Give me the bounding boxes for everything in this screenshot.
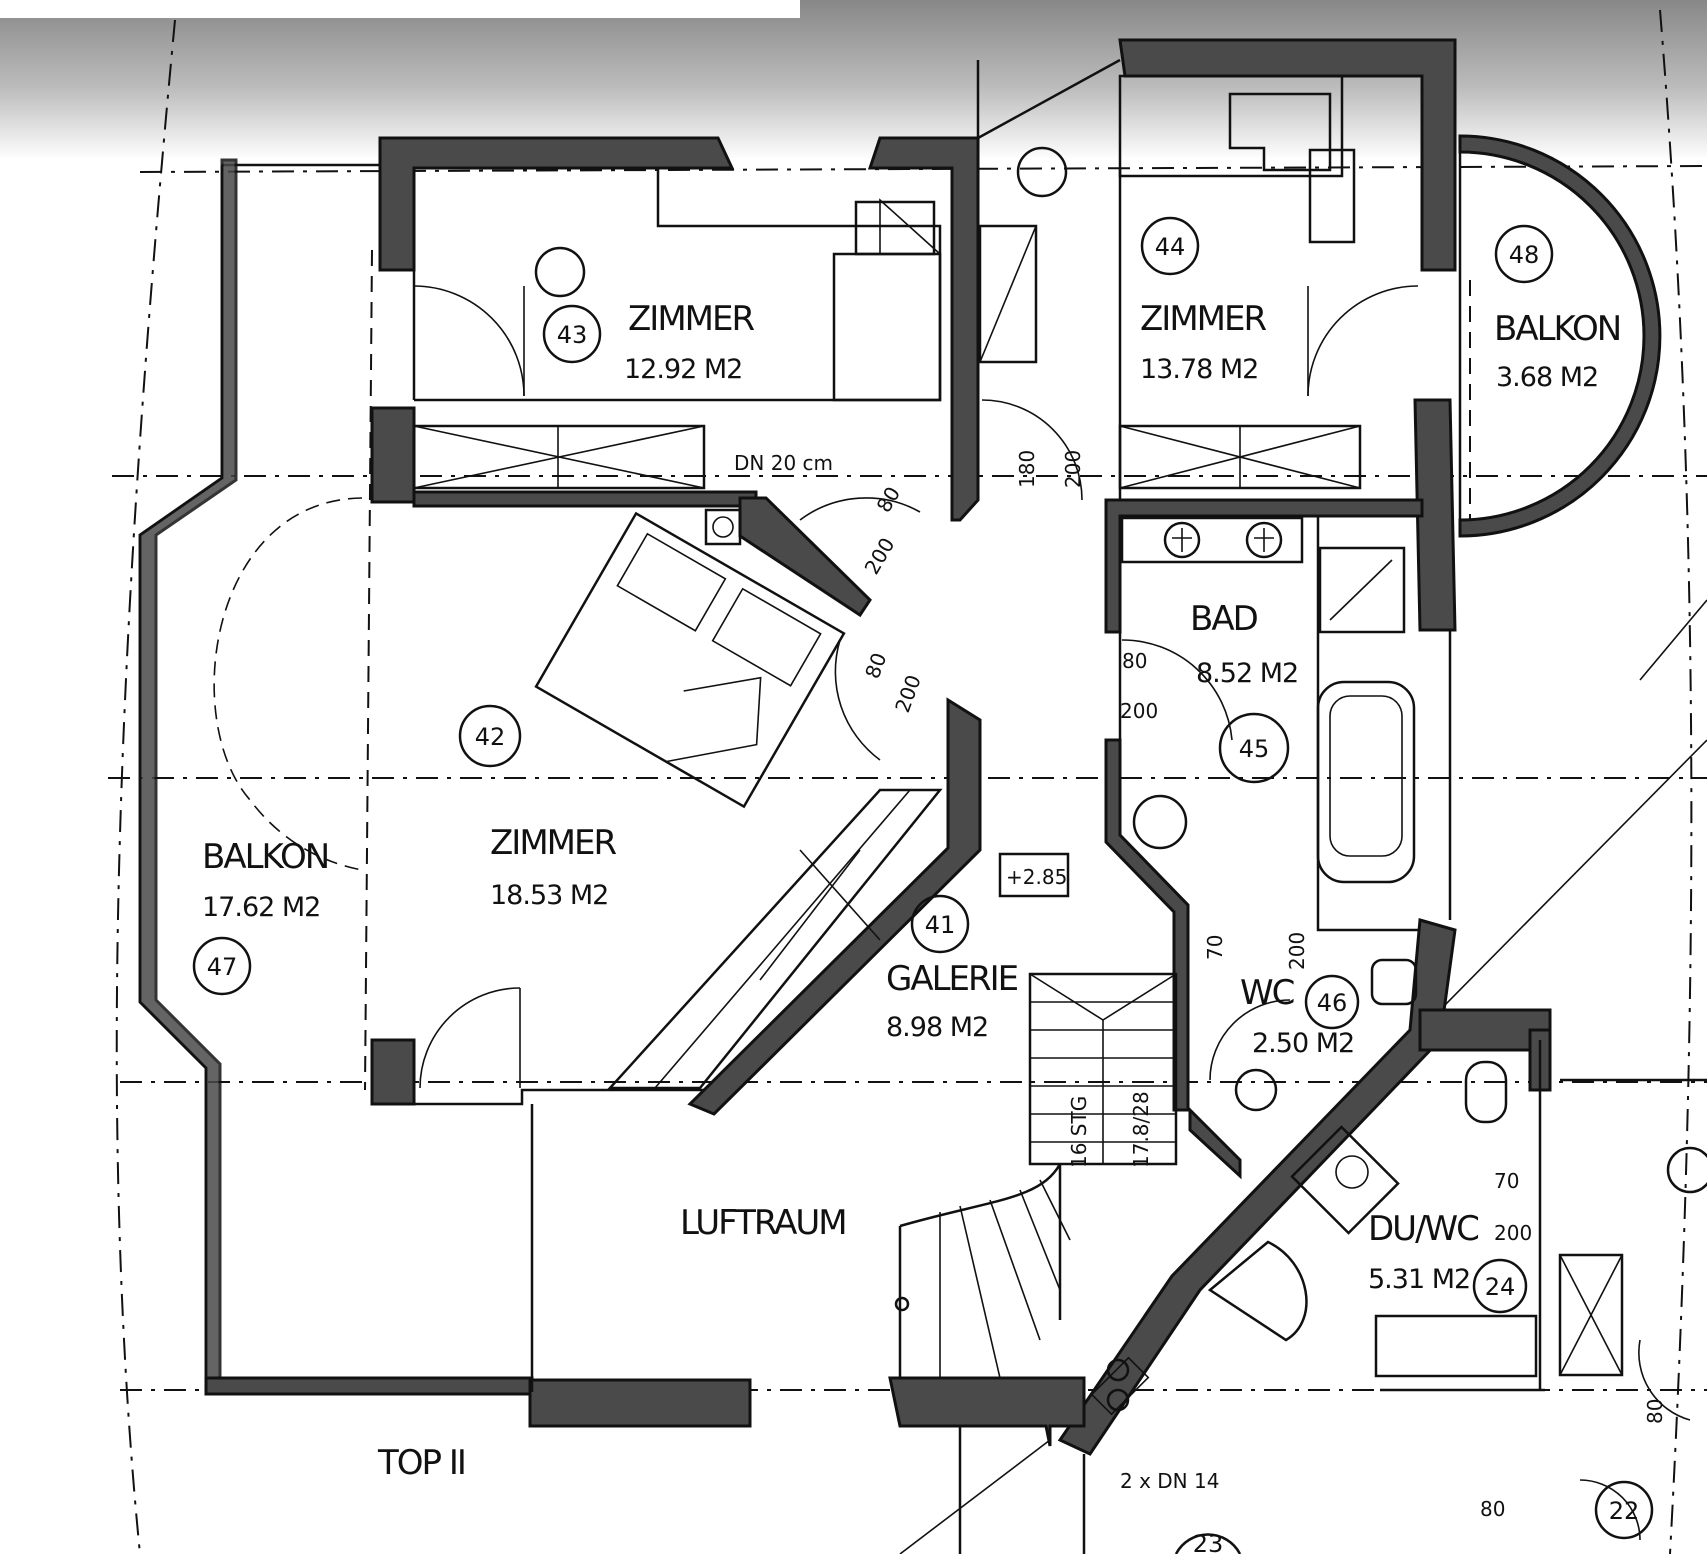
room-47-area: 17.62 M2 [202, 892, 320, 923]
axis-lines [108, 9, 1707, 1554]
room-24-number: 24 [1485, 1273, 1516, 1301]
dim-80-c: 80 [1122, 649, 1147, 673]
dim-200-f: 200 [1494, 1221, 1532, 1245]
room-23-number: 23 [1193, 1530, 1224, 1554]
dim-80-b: 80 [860, 650, 891, 682]
dim-200-e: 200 [1285, 932, 1309, 970]
room-45-name: BAD [1190, 599, 1258, 639]
room-41-number: 41 [925, 911, 956, 939]
dim-dn20: DN 20 cm [734, 451, 833, 475]
dim-200-c: 200 [1061, 450, 1085, 488]
room-46-area: 2.50 M2 [1252, 1028, 1354, 1059]
room-45-number: 45 [1239, 735, 1270, 763]
room-24-name: DU/WC [1368, 1209, 1478, 1249]
room-outlines [412, 58, 1707, 1554]
fixtures [534, 74, 1707, 1416]
room-42-number: 42 [475, 723, 506, 751]
wardrobes [412, 424, 1624, 1377]
walls [370, 38, 1552, 1456]
room-42-area: 18.53 M2 [490, 880, 608, 911]
room-47-name: BALKON [202, 837, 328, 877]
dim-80-e: 80 [1643, 1399, 1667, 1424]
labels: ZIMMER 12.92 M2 ZIMMER 13.78 M2 BALKON 3… [202, 299, 1622, 1483]
room-44-number: 44 [1155, 233, 1186, 261]
room-41-area: 8.98 M2 [886, 1012, 988, 1043]
stair-rise: 17.8/28 [1129, 1091, 1153, 1168]
room-46-name: WC [1240, 973, 1294, 1013]
dim-80-a: 80 [872, 482, 906, 516]
room-24-area: 5.31 M2 [1368, 1264, 1470, 1295]
room-44-area: 13.78 M2 [1140, 354, 1258, 385]
dim-180: 180 [1015, 450, 1039, 488]
balcony-round [1458, 134, 1662, 538]
room-45-area: 8.52 M2 [1196, 658, 1298, 689]
room-44-name: ZIMMER [1140, 299, 1266, 339]
room-46-number: 46 [1317, 989, 1348, 1017]
doors [413, 285, 1691, 1541]
room-42-name: ZIMMER [490, 823, 616, 863]
roof-lines [899, 599, 1707, 1554]
dim-70-a: 70 [1203, 935, 1227, 960]
dim-70-b: 70 [1494, 1169, 1519, 1193]
luftraum-label: LUFTRAUM [680, 1203, 846, 1243]
room-48-number: 48 [1509, 241, 1540, 269]
room-numbers: 43 44 48 42 47 45 41 46 24 22 23 [192, 216, 1654, 1554]
staircase [894, 972, 1178, 1379]
paper-top [0, 0, 800, 18]
flue-label: 2 x DN 14 [1120, 1469, 1219, 1493]
room-48-name: BALKON [1494, 309, 1620, 349]
room-48-area: 3.68 M2 [1496, 362, 1598, 393]
stair-steps: 16 STG [1067, 1096, 1091, 1168]
balcony-left [138, 158, 534, 1396]
room-43-area: 12.92 M2 [624, 354, 742, 385]
level-mark: +2.85 [1006, 865, 1067, 889]
dim-80-d: 80 [1480, 1497, 1505, 1521]
dim-200-a: 200 [860, 533, 900, 578]
room-43-name: ZIMMER [628, 299, 754, 339]
dim-200-d: 200 [1120, 699, 1158, 723]
room-43-number: 43 [557, 321, 588, 349]
room-41-name: GALERIE [886, 959, 1018, 999]
dimensions: DN 20 cm 80 200 80 200 180 200 80 200 70… [734, 450, 1667, 1521]
dim-200-b: 200 [890, 672, 926, 716]
plan-title: TOP II [377, 1443, 465, 1483]
room-47-number: 47 [207, 953, 238, 981]
room-22-number: 22 [1609, 1497, 1640, 1525]
